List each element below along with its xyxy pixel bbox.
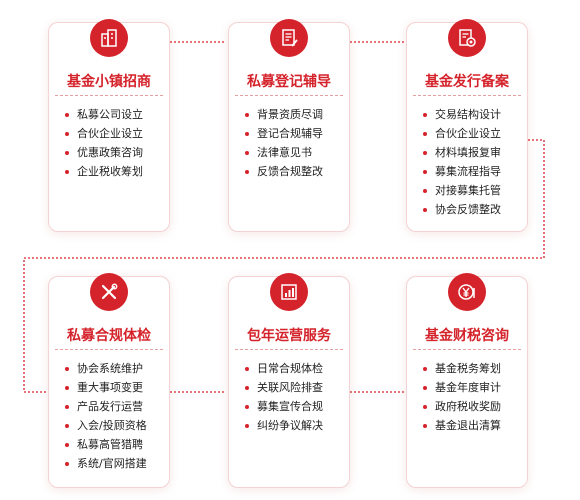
service-card-registration: 私募登记辅导 背景资质尽调 登记合规辅导 法律意见书 反馈合规整改 <box>228 19 350 232</box>
list-item: 协会系统维护 <box>65 359 165 378</box>
list-item: 合伙企业设立 <box>423 124 523 143</box>
list-item: 基金退出清算 <box>423 416 523 435</box>
list-item: 基金税务筹划 <box>423 359 523 378</box>
list-item: 背景资质尽调 <box>245 105 345 124</box>
service-list: 日常合规体检 关联风险排查 募集宣传合规 纠纷争议解决 <box>245 359 345 435</box>
list-item: 日常合规体检 <box>245 359 345 378</box>
list-item: 政府税收奖励 <box>423 397 523 416</box>
list-item: 募集流程指导 <box>423 162 523 181</box>
divider <box>55 95 163 96</box>
list-item: 对接募集托管 <box>423 181 523 200</box>
service-list: 私募公司设立 合伙企业设立 优惠政策咨询 企业税收筹划 <box>65 105 165 181</box>
card-title: 私募登记辅导 <box>247 74 331 90</box>
divider <box>235 95 343 96</box>
list-item: 企业税收筹划 <box>65 162 165 181</box>
card-title: 私募合规体检 <box>67 328 151 344</box>
list-item: 法律意见书 <box>245 143 345 162</box>
list-item: 协会反馈整改 <box>423 200 523 219</box>
tools-icon <box>90 273 128 311</box>
divider <box>55 349 163 350</box>
service-card-fund-filing: 基金发行备案 交易结构设计 合伙企业设立 材料填报复审 募集流程指导 对接募集托… <box>406 19 528 232</box>
card-title: 基金小镇招商 <box>67 74 151 90</box>
card-title: 基金财税咨询 <box>425 328 509 344</box>
service-card-tax-consulting: 基金财税咨询 基金税务筹划 基金年度审计 政府税收奖励 基金退出清算 <box>406 273 528 488</box>
service-card-compliance-check: 私募合规体检 协会系统维护 重大事项变更 产品发行运营 入会/投顾资格 私募高管… <box>48 273 170 488</box>
list-item: 私募公司设立 <box>65 105 165 124</box>
service-list: 背景资质尽调 登记合规辅导 法律意见书 反馈合规整改 <box>245 105 345 181</box>
approval-stamp-icon <box>448 19 486 57</box>
chart-report-icon <box>270 273 308 311</box>
list-item: 反馈合规整改 <box>245 162 345 181</box>
list-item: 私募高管猎聘 <box>65 435 165 454</box>
list-item: 入会/投顾资格 <box>65 416 165 435</box>
list-item: 重大事项变更 <box>65 378 165 397</box>
list-item: 基金年度审计 <box>423 378 523 397</box>
card-title: 基金发行备案 <box>425 74 509 90</box>
list-item: 系统/官网搭建 <box>65 454 165 473</box>
service-list: 协会系统维护 重大事项变更 产品发行运营 入会/投顾资格 私募高管猎聘 系统/官… <box>65 359 165 473</box>
list-item: 产品发行运营 <box>65 397 165 416</box>
list-item: 合伙企业设立 <box>65 124 165 143</box>
list-item: 交易结构设计 <box>423 105 523 124</box>
service-card-fund-town: 基金小镇招商 私募公司设立 合伙企业设立 优惠政策咨询 企业税收筹划 <box>48 19 170 232</box>
list-item: 纠纷争议解决 <box>245 416 345 435</box>
service-list: 交易结构设计 合伙企业设立 材料填报复审 募集流程指导 对接募集托管 协会反馈整… <box>423 105 523 219</box>
document-edit-icon <box>270 19 308 57</box>
list-item: 登记合规辅导 <box>245 124 345 143</box>
service-list: 基金税务筹划 基金年度审计 政府税收奖励 基金退出清算 <box>423 359 523 435</box>
card-title: 包年运营服务 <box>247 328 331 344</box>
divider <box>413 349 521 350</box>
yen-coin-icon <box>448 273 486 311</box>
list-item: 募集宣传合规 <box>245 397 345 416</box>
list-item: 材料填报复审 <box>423 143 523 162</box>
divider <box>235 349 343 350</box>
service-card-annual-operation: 包年运营服务 日常合规体检 关联风险排查 募集宣传合规 纠纷争议解决 <box>228 273 350 488</box>
divider <box>413 95 521 96</box>
list-item: 关联风险排查 <box>245 378 345 397</box>
building-icon <box>90 19 128 57</box>
list-item: 优惠政策咨询 <box>65 143 165 162</box>
